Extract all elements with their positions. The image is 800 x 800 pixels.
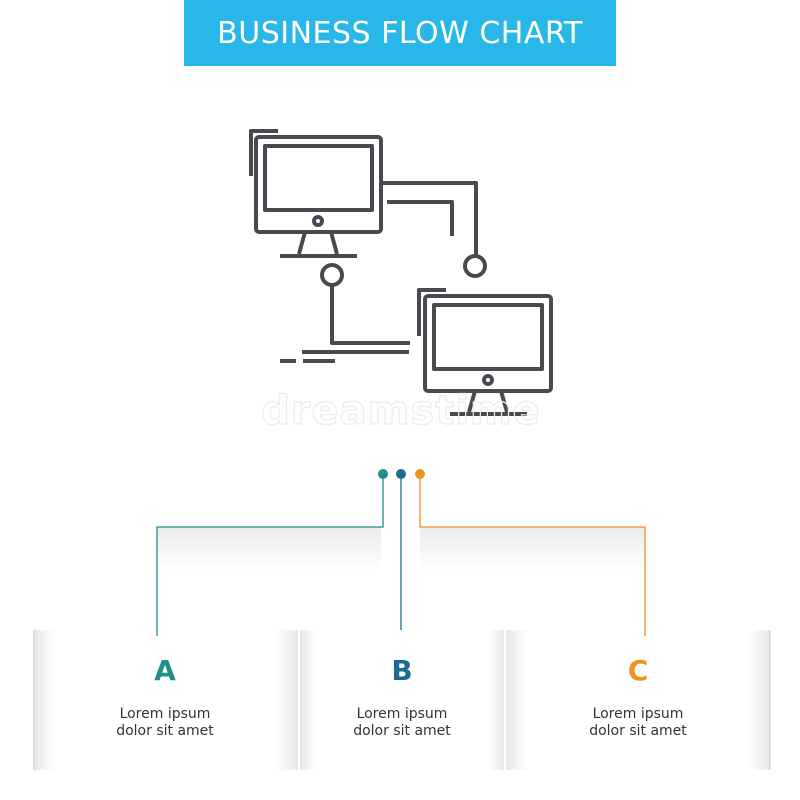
chart-title: BUSINESS FLOW CHART — [217, 15, 583, 51]
panel-c-left-shade — [506, 630, 528, 770]
step-a-text: Lorem ipsum dolor sit amet — [33, 706, 297, 740]
connection-node-right — [463, 254, 487, 278]
connector-a — [156, 474, 384, 636]
top-monitor-stand — [297, 231, 339, 255]
connection-cable-down — [330, 285, 410, 345]
title-banner: BUSINESS FLOW CHART — [184, 0, 616, 66]
panel-c-right-shade — [749, 630, 771, 770]
step-b-panel: B Lorem ipsum dolor sit amet — [300, 628, 504, 770]
step-a-letter: A — [154, 654, 176, 687]
dot-b — [396, 469, 406, 479]
bottom-monitor-frame — [423, 294, 553, 393]
dot-c — [415, 469, 425, 479]
step-c-text: Lorem ipsum dolor sit amet — [506, 706, 770, 740]
panel-a-left-edge — [33, 630, 35, 770]
step-c-panel: C Lorem ipsum dolor sit amet — [506, 628, 770, 770]
panel-a-right-shade — [276, 630, 298, 770]
top-monitor-screen — [263, 144, 374, 212]
network-computers-icon — [249, 129, 553, 416]
step-a-line1: Lorem ipsum — [119, 706, 211, 722]
step-a-line2: dolor sit amet — [116, 723, 214, 739]
step-b-line1: Lorem ipsum — [356, 706, 448, 722]
bottom-monitor-stand — [467, 390, 509, 413]
top-shade-right — [420, 527, 645, 571]
bottom-monitor-power-dot — [482, 374, 494, 386]
step-c-line2: dolor sit amet — [589, 723, 687, 739]
dot-a — [378, 469, 388, 479]
top-shade-left — [157, 527, 381, 571]
step-b-line2: dolor sit amet — [353, 723, 451, 739]
connector-c — [419, 474, 646, 636]
bottom-monitor-bracket — [417, 288, 446, 336]
watermark: dreamstime — [261, 387, 541, 434]
step-b-letter: B — [391, 654, 413, 687]
panel-c-right-edge — [769, 630, 771, 770]
top-monitor-bracket — [249, 129, 278, 176]
bottom-monitor-screen — [432, 303, 544, 371]
step-c-line1: Lorem ipsum — [592, 706, 684, 722]
connection-cable-right — [381, 181, 478, 256]
step-c-letter: C — [627, 654, 649, 687]
step-a-panel: A Lorem ipsum dolor sit amet — [33, 628, 297, 770]
panel-b-right-shade — [488, 630, 504, 770]
panel-b-left-shade — [300, 630, 316, 770]
connection-cable-inner — [387, 200, 454, 236]
step-b-text: Lorem ipsum dolor sit amet — [300, 706, 504, 740]
top-monitor-power-dot — [312, 215, 324, 227]
panel-a-left-shade — [33, 630, 55, 770]
